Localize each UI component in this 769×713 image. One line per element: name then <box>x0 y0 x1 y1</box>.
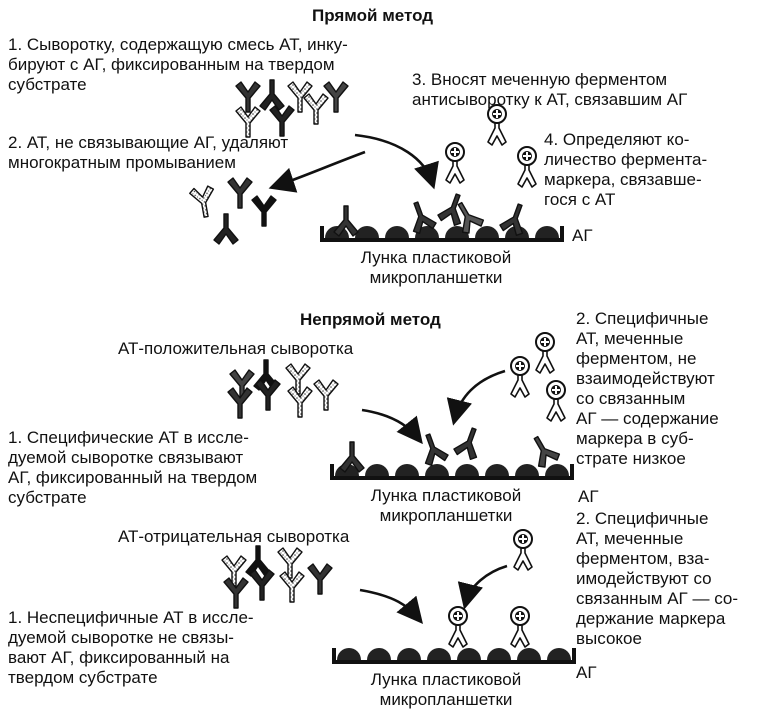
antibody-icon <box>279 571 305 603</box>
antibody-icon <box>189 185 215 218</box>
antibody-icon <box>323 81 349 113</box>
direct-step2-text: 2. АТ, не связывающие АГ, удаляют многок… <box>8 133 289 172</box>
antigen-dome <box>517 648 541 660</box>
antibody-icon <box>457 201 485 234</box>
antibody-icon <box>533 435 561 468</box>
antigen-dome <box>457 648 481 660</box>
antibody-icon <box>412 201 437 235</box>
positive-labeled-arrow <box>446 369 506 426</box>
direct-labeled-antibody-1 <box>487 104 507 146</box>
positive-labeled-antibody-2 <box>510 356 530 398</box>
antibody-icon <box>227 387 253 419</box>
negative-ag-label: АГ <box>576 663 597 682</box>
negative-labeled-arrow <box>457 564 508 610</box>
positive-well <box>330 464 574 480</box>
antibody-icon <box>453 427 478 461</box>
antigen-dome <box>385 226 409 238</box>
negative-step1-text: 1. Неспецифичные АТ в иссле- дуемой сыво… <box>8 608 254 687</box>
direct-labeled-antibody-2 <box>445 142 465 184</box>
antibody-icon <box>223 577 249 609</box>
antigen-dome <box>425 464 449 476</box>
antigen-dome <box>337 648 361 660</box>
direct-well-label: Лунка пластиковой микропланшетки <box>360 248 512 287</box>
antigen-dome <box>355 226 379 238</box>
antigen-dome <box>395 464 419 476</box>
negative-bound-labeled-2 <box>510 606 530 648</box>
negative-bound-labeled-1 <box>448 606 468 648</box>
direct-well <box>320 226 564 242</box>
positive-step2-text: 2. Специфичные АТ, меченные ферментом, н… <box>576 309 719 468</box>
direct-arrow-washed <box>268 150 366 193</box>
antigen-dome <box>365 464 389 476</box>
antigen-dome <box>367 648 391 660</box>
negative-arrow-to-well <box>359 588 423 624</box>
antigen-dome <box>535 226 559 238</box>
antibody-icon <box>269 105 295 137</box>
antibody-icon <box>333 205 359 237</box>
antibody-icon <box>303 93 329 125</box>
antibody-icon <box>249 569 275 601</box>
antigen-dome <box>547 648 571 660</box>
antigen-dome <box>475 226 499 238</box>
antigen-dome <box>455 464 479 476</box>
positive-ag-label: АГ <box>578 487 599 506</box>
antibody-icon <box>251 195 277 227</box>
antibody-icon <box>235 81 261 113</box>
direct-step3-text: 3. Вносят меченную ферментом антисыворот… <box>412 70 688 109</box>
positive-step1-text: 1. Специфические АТ в иссле- дуемой сыво… <box>8 428 258 507</box>
antigen-dome <box>545 464 569 476</box>
direct-labeled-antibody-3 <box>517 146 537 188</box>
negative-step2-text: 2. Специфичные АТ, меченные ферментом, в… <box>576 509 738 648</box>
antibody-icon <box>227 177 253 209</box>
direct-method-title: Прямой метод <box>312 6 434 25</box>
antibody-icon <box>259 79 285 111</box>
negative-serum-label: АТ-отрицательная сыворотка <box>118 527 350 546</box>
direct-step4-text: 4. Определяют ко- личество фермента- мар… <box>544 130 708 209</box>
antibody-icon <box>313 379 339 411</box>
antibody-icon <box>339 441 365 473</box>
negative-well <box>332 648 576 664</box>
positive-arrow-to-well <box>361 408 423 445</box>
positive-serum-label: АТ-положительная сыворотка <box>118 339 354 358</box>
antibody-icon <box>499 203 524 237</box>
direct-step1-text: 1. Сыворотку, содержащую смесь АТ, инку-… <box>8 35 348 94</box>
antibody-icon <box>307 563 333 595</box>
negative-labeled-antibody <box>513 529 533 571</box>
antibody-icon <box>287 386 313 418</box>
antigen-dome <box>485 464 509 476</box>
antibody-icon <box>255 379 281 411</box>
antigen-dome <box>487 648 511 660</box>
antigen-dome <box>515 464 539 476</box>
positive-labeled-antibody-3 <box>546 380 566 422</box>
antibody-icon <box>213 213 239 245</box>
antibody-icon <box>437 193 462 227</box>
antibody-icon <box>424 433 449 467</box>
direct-arrow-to-well <box>354 133 439 190</box>
negative-well-label: Лунка пластиковой микропланшетки <box>370 670 522 709</box>
indirect-method-title: Непрямой метод <box>300 310 441 329</box>
antigen-dome <box>427 648 451 660</box>
antibody-icon <box>245 545 271 577</box>
antigen-dome <box>397 648 421 660</box>
antibody-icon <box>287 81 313 113</box>
positive-labeled-antibody-1 <box>535 332 555 374</box>
antibody-icon <box>235 106 261 138</box>
direct-ag-label: АГ <box>572 226 593 245</box>
positive-well-label: Лунка пластиковой микропланшетки <box>370 486 522 525</box>
